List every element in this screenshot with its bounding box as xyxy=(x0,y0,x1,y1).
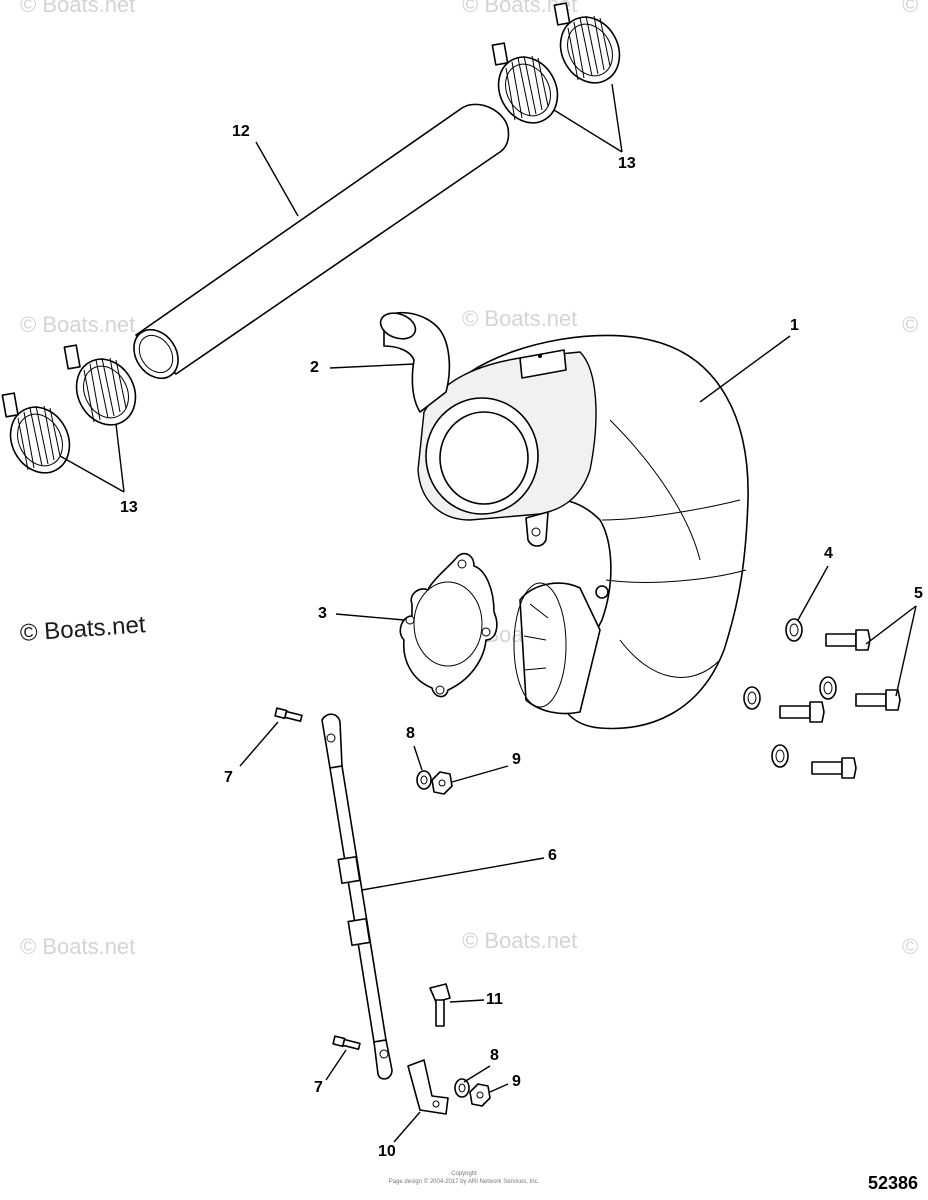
screw-part-7 xyxy=(274,707,361,1051)
watermark-symbol: © xyxy=(902,934,919,959)
callout-12: 12 xyxy=(232,123,250,140)
watermark: © Boats.net xyxy=(20,0,136,17)
watermark: © Boats.net xyxy=(20,312,136,337)
watermark: © Boats.net xyxy=(462,928,578,953)
callout-13: 13 xyxy=(618,155,636,172)
leader-lines xyxy=(59,83,917,1143)
hose-part-12 xyxy=(133,103,510,380)
bolt-part-5 xyxy=(779,629,901,779)
callout-7: 7 xyxy=(314,1079,323,1096)
hose-clamp-part-13-lower xyxy=(1,344,137,474)
callout-4: 4 xyxy=(824,545,833,562)
gasket-part-3 xyxy=(399,552,498,698)
fitting-part-2 xyxy=(379,311,451,413)
callout-6: 6 xyxy=(548,847,557,864)
callout-11: 11 xyxy=(486,991,503,1008)
callout-7: 7 xyxy=(224,769,233,786)
bolt-part-11 xyxy=(429,983,451,1027)
support-rod-part-6 xyxy=(321,713,393,1080)
callout-10: 10 xyxy=(378,1143,396,1160)
bracket-part-10 xyxy=(407,1059,449,1115)
watermark: © Boats.net xyxy=(462,0,578,17)
callout-5: 5 xyxy=(914,585,923,602)
callout-1: 1 xyxy=(790,317,799,334)
washer-part-8 xyxy=(416,770,470,1098)
callout-8: 8 xyxy=(490,1047,499,1064)
nut-part-9 xyxy=(431,771,491,1107)
watermark-symbol: © xyxy=(902,0,919,17)
copyright-line: Page design © 2004-2017 by ARI Network S… xyxy=(388,1179,540,1185)
copyright-line: Copyright xyxy=(451,1171,477,1177)
diagram-id-number: 52386 xyxy=(867,1173,918,1193)
washer-part-4 xyxy=(743,618,837,768)
watermark: © Boats.net xyxy=(462,306,578,331)
callout-8: 8 xyxy=(406,725,415,742)
hose-clamp-part-13-upper xyxy=(491,2,621,124)
callout-3: 3 xyxy=(318,605,327,622)
watermark-symbol: © xyxy=(902,312,919,337)
copyright-notice: Copyright Page design © 2004-2017 by ARI… xyxy=(0,1170,928,1186)
exhaust-elbow-part-1 xyxy=(417,334,749,730)
callout-9: 9 xyxy=(512,1073,521,1090)
watermark: © Boats.net xyxy=(20,934,136,959)
callout-2: 2 xyxy=(310,359,319,376)
callout-9: 9 xyxy=(512,751,521,768)
callout-13: 13 xyxy=(120,499,138,516)
